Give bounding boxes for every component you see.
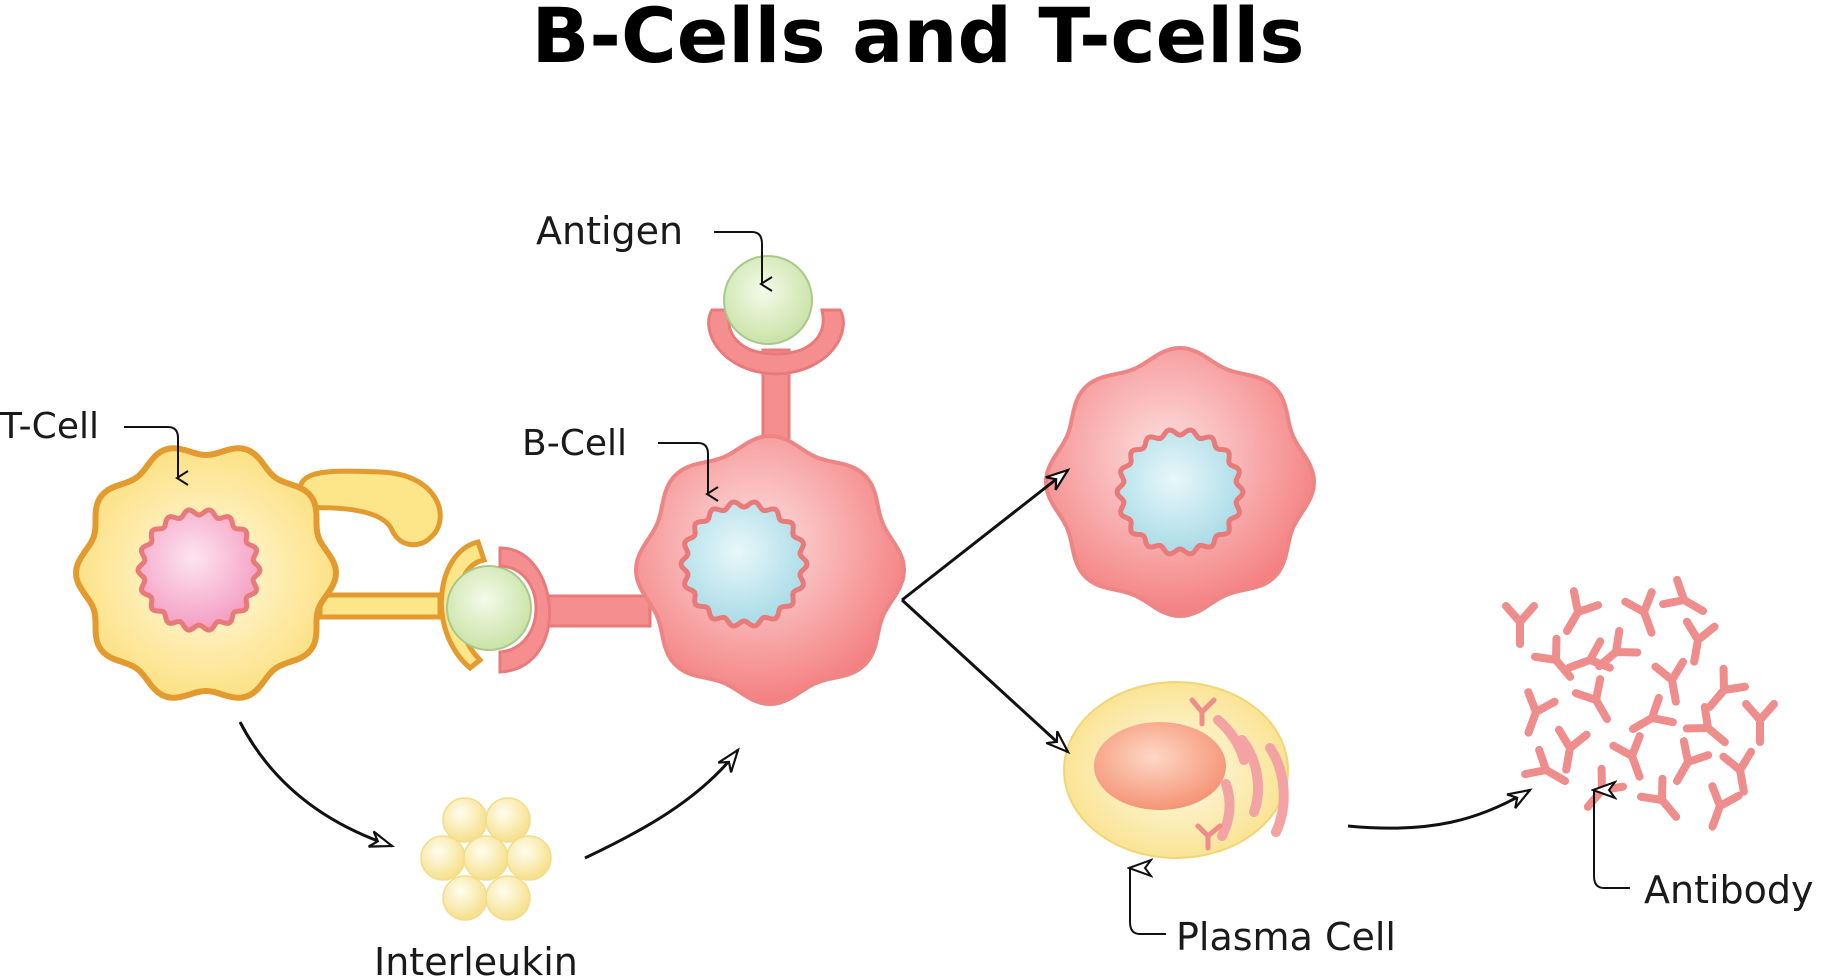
arrow-bcell-to-memory [901, 468, 1071, 602]
antibody-icon [1521, 745, 1570, 785]
label-pointers [124, 231, 1630, 935]
memory-b-cell [1043, 345, 1317, 619]
pointer-plasma-cell [1130, 868, 1166, 935]
antibody-icon [1563, 587, 1603, 636]
label-b-cell: B-Cell [522, 423, 627, 464]
antibody-icon [1609, 732, 1644, 781]
antibody-icon [1682, 702, 1729, 747]
b-cell-left-arm [538, 594, 652, 628]
antibody-icon [1530, 634, 1575, 681]
t-cell [72, 445, 488, 701]
t-cell-nucleus [135, 507, 263, 633]
antibody-icon [1502, 602, 1538, 648]
label-interleukin: Interleukin [374, 940, 578, 980]
pointer-t-cell [124, 426, 189, 486]
antibody-icon [1651, 657, 1688, 706]
antibody-icon [1673, 737, 1713, 786]
pointer-antigen [714, 231, 773, 292]
flow-arrows [238, 468, 1533, 860]
label-antigen: Antigen [536, 209, 683, 253]
pointer-antibody [1594, 790, 1630, 889]
antibody-cluster [1502, 575, 1778, 831]
memory-b-cell-nucleus [1114, 427, 1246, 557]
antibody-icon [1628, 693, 1677, 733]
pointer-b-cell [658, 442, 719, 502]
b-cell-nucleus [678, 499, 810, 629]
antibody-icon [1571, 675, 1611, 724]
t-cell-receptor-hook [297, 468, 443, 548]
antibody-icon [1682, 617, 1719, 666]
page-title: B-Cells and T-cells [532, 0, 1305, 80]
plasma-cell [1063, 681, 1289, 859]
t-cell-arm [317, 592, 443, 620]
antibody-icon [1742, 700, 1778, 746]
plasma-cell-nucleus [1094, 722, 1226, 810]
antigen-bound [446, 565, 532, 651]
label-plasma-cell: Plasma Cell [1176, 915, 1396, 959]
label-antibody: Antibody [1644, 868, 1814, 912]
antibody-icon [1708, 782, 1743, 831]
antibody-icon [1524, 688, 1559, 737]
b-cell-left-cup [498, 546, 551, 674]
antigen [723, 255, 813, 345]
arrow-interleukin-to-bcell [584, 747, 740, 860]
arrow-tcell-to-interleukin [238, 721, 396, 848]
b-cell [498, 308, 907, 707]
antibody-icon [1636, 774, 1681, 821]
arrow-bcell-to-plasma [900, 598, 1071, 755]
antibody-icon [1705, 664, 1750, 711]
interleukin-cluster [420, 797, 552, 921]
antibody-icon [1621, 588, 1656, 637]
arrow-plasma-to-antibody [1347, 788, 1533, 830]
b-cell-top-cup [707, 308, 845, 376]
antibody-icon [1554, 725, 1591, 774]
antibody-icon [1659, 575, 1708, 615]
antibody-icon [1719, 747, 1756, 796]
antibody-icon [1565, 637, 1614, 672]
antibody-icon [1583, 764, 1628, 811]
label-t-cell: T-Cell [0, 406, 99, 447]
